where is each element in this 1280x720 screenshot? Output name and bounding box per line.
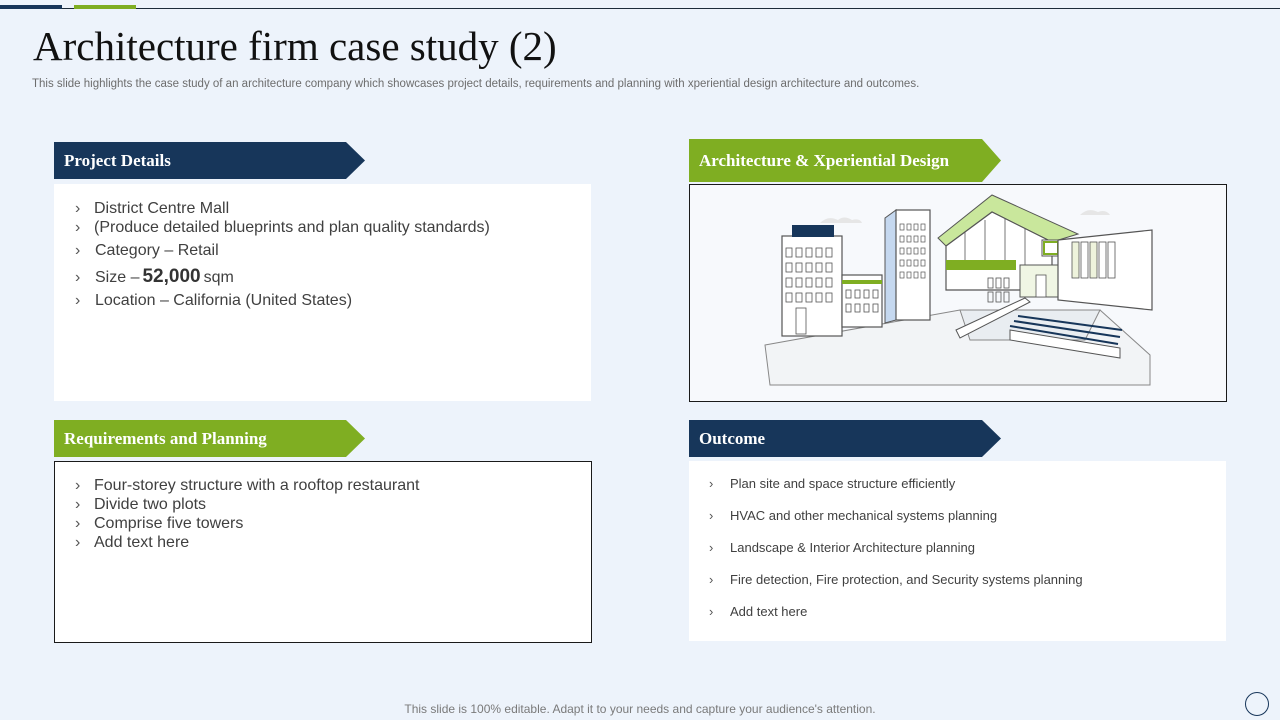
footer-note: This slide is 100% editable. Adapt it to…: [404, 702, 876, 716]
chevron-right-icon: ›: [75, 496, 81, 513]
chevron-right-icon: ›: [75, 477, 81, 494]
list-item: › District Centre Mall: [75, 200, 230, 217]
chevron-right-icon: ›: [75, 242, 81, 259]
list-item: › Landscape & Interior Architecture plan…: [709, 538, 1083, 570]
outcome-banner: Outcome: [689, 420, 1001, 457]
building-illustration: [764, 194, 1153, 386]
chevron-right-icon: ›: [709, 540, 714, 555]
chevron-right-icon: ›: [709, 476, 714, 491]
list-item: › Plan site and space structure efficien…: [709, 474, 1083, 506]
list-item: › Size – 52,000 sqm: [75, 266, 234, 287]
chevron-right-icon: ›: [75, 515, 81, 532]
requirements-panel: [54, 461, 592, 643]
list-item: › Four-storey structure with a rooftop r…: [75, 477, 420, 494]
top-accent-navy: [0, 5, 62, 9]
top-accent-green: [74, 5, 136, 9]
project-details-list: › District Centre Mall › (Produce detail…: [75, 199, 490, 310]
list-item: › Category – Retail: [75, 242, 219, 259]
corner-circle-icon: [1245, 692, 1269, 716]
chevron-right-icon: ›: [75, 292, 81, 309]
chevron-right-icon: ›: [75, 200, 81, 217]
list-item: › Add text here: [75, 534, 190, 551]
requirements-banner: Requirements and Planning: [54, 420, 365, 457]
list-item: › Add text here: [709, 602, 1083, 634]
project-details-panel: [54, 184, 591, 401]
chevron-right-icon: ›: [75, 219, 81, 236]
outcome-list: › Plan site and space structure efficien…: [709, 474, 1083, 634]
list-item: › HVAC and other mechanical systems plan…: [709, 506, 1083, 538]
slide-title: Architecture firm case study (2): [33, 23, 557, 69]
outcome-panel: [689, 461, 1226, 641]
chevron-right-icon: ›: [75, 269, 81, 286]
list-item: › Comprise five towers: [75, 515, 244, 532]
chevron-right-icon: ›: [709, 572, 714, 587]
chevron-right-icon: ›: [75, 534, 81, 551]
list-item: › Location – California (United States): [75, 292, 353, 309]
chevron-right-icon: ›: [709, 604, 714, 619]
design-banner: Architecture & Xperiential Design: [689, 139, 1001, 182]
top-divider: [0, 8, 1280, 9]
project-details-banner: Project Details: [54, 142, 365, 179]
list-item: › (Produce detailed blueprints and plan …: [75, 219, 490, 236]
chevron-right-icon: ›: [709, 508, 714, 523]
list-item: › Divide two plots: [75, 496, 207, 513]
requirements-list: › Four-storey structure with a rooftop r…: [75, 476, 419, 552]
list-item: › Fire detection, Fire protection, and S…: [709, 570, 1083, 602]
slide-subtitle: This slide highlights the case study of …: [32, 78, 920, 90]
size-value: 52,000: [142, 266, 201, 287]
